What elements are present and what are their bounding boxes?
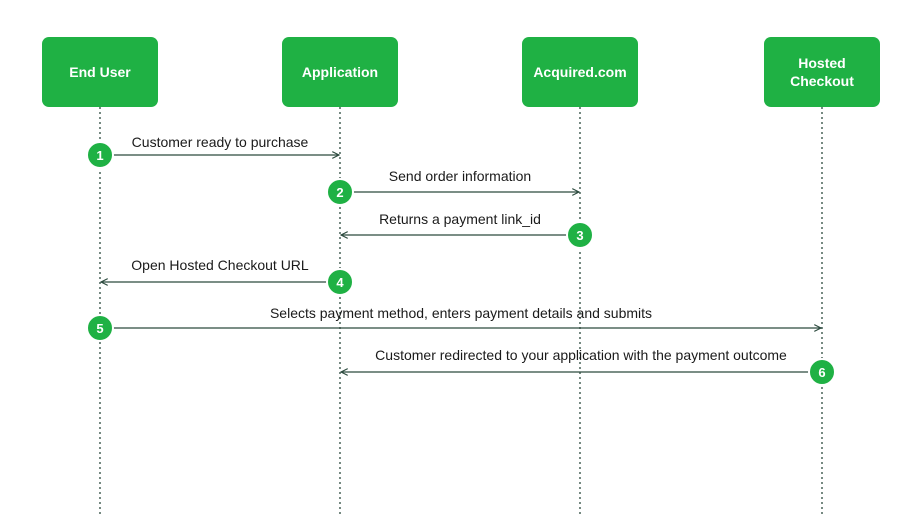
actor-application: Application [282, 37, 398, 107]
message-label-3: Returns a payment link_id [379, 211, 541, 227]
step-badge-6: 6 [808, 358, 836, 386]
message-label-2: Send order information [388, 168, 532, 184]
actor-acquired: Acquired.com [522, 37, 638, 107]
step-badge-1: 1 [86, 141, 114, 169]
actor-end-user: End User [42, 37, 158, 107]
step-badge-2: 2 [326, 178, 354, 206]
step-badge-3: 3 [566, 221, 594, 249]
message-label-5: Selects payment method, enters payment d… [269, 305, 653, 321]
actor-hosted-checkout: Hosted Checkout [764, 37, 880, 107]
message-label-1: Customer ready to purchase [131, 134, 309, 150]
step-badge-4: 4 [326, 268, 354, 296]
message-label-4: Open Hosted Checkout URL [131, 257, 309, 273]
step-badge-5: 5 [86, 314, 114, 342]
message-label-6: Customer redirected to your application … [375, 347, 787, 363]
